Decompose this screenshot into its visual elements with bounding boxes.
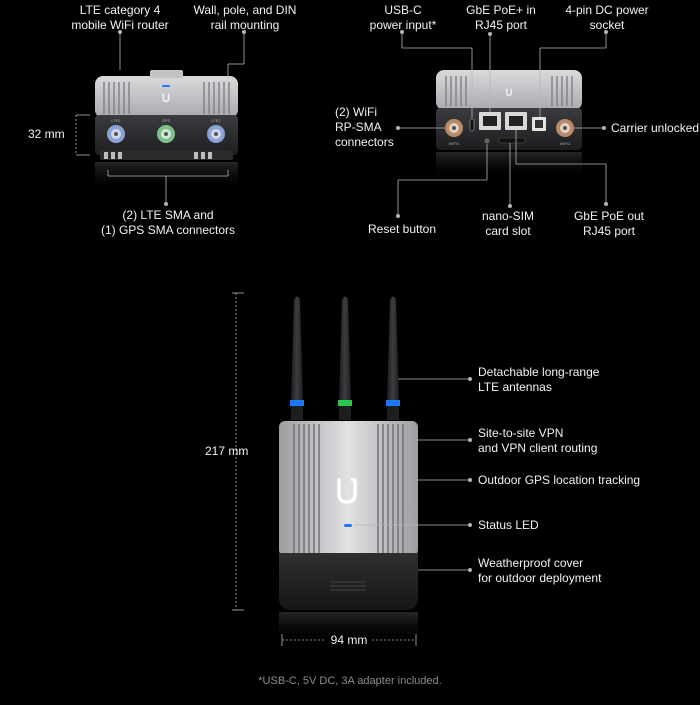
label-usbc: USB-C power input* xyxy=(369,3,437,32)
label-antennas: Detachable long-range LTE antennas xyxy=(478,365,600,394)
label-wifi-sma: (2) WiFi RP-SMA connectors xyxy=(335,105,394,149)
router-rear-view: ∪ WIFI1 WIFI2 xyxy=(436,70,582,180)
label-vpn: Site-to-site VPN and VPN client routing xyxy=(478,426,598,455)
label-nanosim: nano-SIM card slot xyxy=(481,209,535,238)
lte1-port-label: LTE1 xyxy=(111,118,121,123)
ubiquiti-logo-icon xyxy=(337,478,357,504)
label-carrier: Carrier unlocked xyxy=(611,121,700,135)
label-lte-sma: (2) LTE SMA and (1) GPS SMA connectors xyxy=(100,208,236,237)
footnote: *USB-C, 5V DC, 3A adapter included. xyxy=(258,675,442,687)
label-gbe-in: GbE PoE+ in RJ45 port xyxy=(466,3,536,32)
label-status-led: Status LED xyxy=(478,518,539,532)
label-dc-socket: 4-pin DC power socket xyxy=(565,3,649,32)
label-gps: Outdoor GPS location tracking xyxy=(478,473,641,487)
label-reset: Reset button xyxy=(367,222,437,236)
lte-antennas xyxy=(290,296,400,420)
label-width-large: 94 mm xyxy=(330,633,368,647)
label-height-small: 32 mm xyxy=(28,127,65,141)
gps-port-label: GPS xyxy=(162,118,171,123)
label-height-large: 217 mm xyxy=(205,444,249,458)
svg-text:∪: ∪ xyxy=(161,89,171,105)
router-outdoor-view xyxy=(279,296,418,644)
wifi1-port-label: WIFI1 xyxy=(449,141,460,146)
wifi2-port-label: WIFI2 xyxy=(560,141,571,146)
svg-text:∪: ∪ xyxy=(505,85,514,99)
lte2-port-label: LTE2 xyxy=(211,118,221,123)
label-gbe-out: GbE PoE out RJ45 port xyxy=(573,209,645,238)
status-led-icon xyxy=(344,524,352,527)
router-front-view: ∪ LTE1 GPS LTE2 xyxy=(95,70,238,192)
leader-lines xyxy=(75,29,609,646)
label-lte-router: LTE category 4 mobile WiFi router xyxy=(71,3,169,32)
label-weatherproof: Weatherproof cover for outdoor deploymen… xyxy=(478,556,602,585)
label-mounting: Wall, pole, and DIN rail mounting xyxy=(193,3,297,32)
